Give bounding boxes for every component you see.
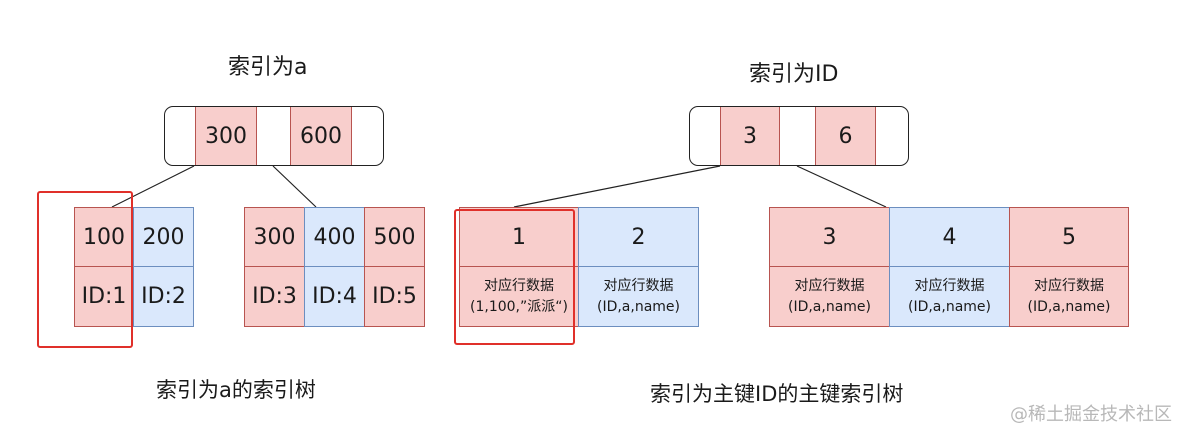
row-data-value: (ID,a,name) (1027, 298, 1111, 315)
left-leaf2-key-3: 500 (364, 207, 425, 267)
row-data-label: 对应行数据 (914, 277, 985, 294)
right-leaf1-row-2: 对应行数据 (ID,a,name) (578, 266, 699, 327)
left-leaf2-key-1: 300 (244, 207, 305, 267)
left-tree-title: 索引为a (228, 55, 308, 80)
left-leaf1-key-2: 200 (133, 207, 194, 267)
right-leaf2-key-3: 5 (1009, 207, 1129, 267)
row-data-label: 对应行数据 (603, 277, 674, 294)
left-highlight-box (37, 191, 133, 348)
right-root-node: 3 6 (689, 106, 909, 166)
left-connector-2 (272, 165, 317, 208)
left-leaf1-key-1: 100 (74, 207, 134, 267)
left-leaf2-id-1: ID:3 (244, 266, 305, 327)
watermark: @稀土掘金技术社区 (1010, 404, 1172, 425)
right-leaf2-row-1: 对应行数据 (ID,a,name) (769, 266, 890, 327)
left-leaf1-id-2: ID:2 (133, 266, 194, 327)
left-root-key-1: 300 (195, 107, 257, 165)
row-data-value: (ID,a,name) (907, 298, 991, 315)
right-highlight-box (454, 209, 575, 345)
right-connector-2 (796, 165, 887, 208)
row-data-label: 对应行数据 (794, 277, 865, 294)
left-leaf2-id-2: ID:4 (304, 266, 365, 327)
right-connector-1 (513, 165, 721, 208)
left-root-key-2: 600 (290, 107, 352, 165)
right-leaf1-row-1: 对应行数据 (1,100,”派派“) (459, 266, 579, 327)
right-leaf2-row-2: 对应行数据 (ID,a,name) (889, 266, 1010, 327)
row-data-label: 对应行数据 (484, 277, 554, 294)
right-leaf1-key-1: 1 (459, 207, 579, 267)
left-leaf2-key-2: 400 (304, 207, 365, 267)
row-data-value: (ID,a,name) (596, 298, 680, 315)
row-data-label: 对应行数据 (1034, 277, 1104, 294)
right-leaf1-key-2: 2 (578, 207, 699, 267)
row-data-value: (1,100,”派派“) (470, 298, 568, 315)
right-root-key-2: 6 (815, 107, 876, 165)
left-leaf1-id-1: ID:1 (74, 266, 134, 327)
left-leaf2-id-3: ID:5 (364, 266, 425, 327)
left-root-node: 300 600 (164, 106, 384, 166)
right-leaf2-row-3: 对应行数据 (ID,a,name) (1009, 266, 1129, 327)
left-tree-caption: 索引为a的索引树 (156, 378, 316, 402)
left-connector-1 (111, 165, 195, 208)
row-data-value: (ID,a,name) (787, 298, 871, 315)
right-leaf2-key-1: 3 (769, 207, 890, 267)
right-leaf2-key-2: 4 (889, 207, 1010, 267)
right-tree-caption: 索引为主键ID的主键索引树 (650, 382, 904, 406)
right-root-key-1: 3 (720, 107, 780, 165)
right-tree-title: 索引为ID (749, 62, 839, 87)
